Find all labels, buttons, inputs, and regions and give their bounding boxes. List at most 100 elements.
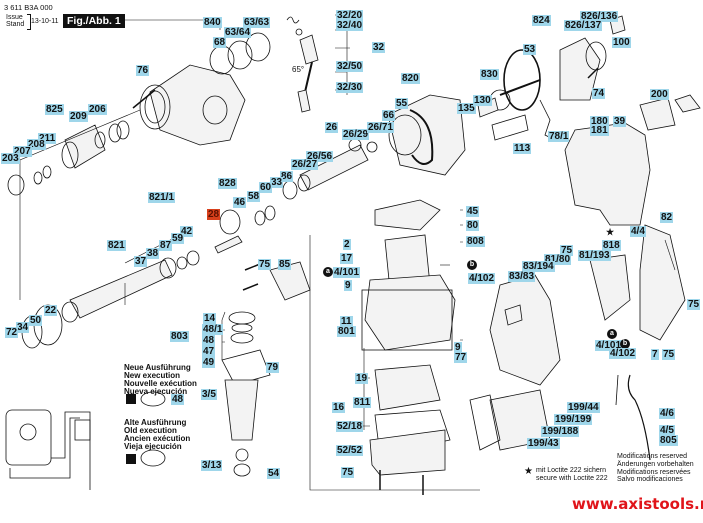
part-label-180[interactable]: 180 (590, 116, 609, 127)
part-label-3-5[interactable]: 3/5 (201, 389, 217, 400)
part-label-75-a[interactable]: 75 (258, 259, 272, 270)
part-label-32[interactable]: 32 (372, 42, 386, 53)
part-label-26-29[interactable]: 26/29 (342, 129, 370, 140)
website-link[interactable]: www.axistools.ru (572, 495, 703, 513)
part-label-59[interactable]: 59 (171, 233, 185, 244)
part-label-811[interactable]: 811 (353, 397, 372, 408)
part-label-199-43[interactable]: 199/43 (527, 438, 560, 449)
part-label-46[interactable]: 46 (233, 197, 247, 208)
part-label-4-6[interactable]: 4/6 (659, 408, 675, 419)
part-label-52-52[interactable]: 52/52 (336, 445, 364, 456)
part-label-34[interactable]: 34 (16, 322, 30, 333)
part-label-52-18[interactable]: 52/18 (336, 421, 364, 432)
part-label-49[interactable]: 49 (202, 357, 216, 368)
part-label-199-188[interactable]: 199/188 (541, 426, 580, 437)
part-label-82[interactable]: 82 (660, 212, 674, 223)
part-label-48-b[interactable]: 48 (171, 394, 185, 405)
part-label-200[interactable]: 200 (650, 89, 669, 100)
part-label-805[interactable]: 805 (659, 435, 678, 446)
part-label-840[interactable]: 840 (203, 17, 222, 28)
part-label-75-b[interactable]: 75 (341, 467, 355, 478)
part-label-9-a[interactable]: 9 (344, 280, 352, 291)
part-label-38[interactable]: 38 (146, 248, 160, 259)
part-label-32-40[interactable]: 32/40 (336, 20, 364, 31)
part-label-9-b[interactable]: 9 (454, 342, 462, 353)
part-label-208[interactable]: 208 (27, 139, 46, 150)
part-label-26[interactable]: 26 (325, 122, 339, 133)
part-label-39[interactable]: 39 (613, 116, 627, 127)
part-label-181[interactable]: 181 (590, 125, 609, 136)
part-label-48-1[interactable]: 48/1 (202, 324, 224, 335)
part-label-83-194[interactable]: 83/194 (522, 261, 555, 272)
part-label-7[interactable]: 7 (651, 349, 659, 360)
part-label-16[interactable]: 16 (332, 402, 346, 413)
part-label-211[interactable]: 211 (38, 133, 57, 144)
part-label-75-c[interactable]: 75 (560, 245, 574, 256)
part-label-60[interactable]: 60 (259, 182, 273, 193)
part-label-4-102-a[interactable]: 4/102 (468, 273, 496, 284)
part-label-79[interactable]: 79 (266, 362, 280, 373)
part-label-821-1[interactable]: 821/1 (148, 192, 176, 203)
part-label-87[interactable]: 87 (159, 240, 173, 251)
part-label-11[interactable]: 11 (340, 316, 353, 327)
part-label-48-a[interactable]: 48 (202, 335, 216, 346)
part-label-3-13[interactable]: 3/13 (201, 460, 223, 471)
part-label-76[interactable]: 76 (136, 65, 150, 76)
part-label-72[interactable]: 72 (5, 327, 19, 338)
part-label-207[interactable]: 207 (13, 146, 32, 157)
part-label-100[interactable]: 100 (612, 37, 631, 48)
part-label-33[interactable]: 33 (270, 177, 284, 188)
part-label-42[interactable]: 42 (180, 226, 194, 237)
part-label-47[interactable]: 47 (202, 346, 216, 357)
part-label-17[interactable]: 17 (340, 253, 354, 264)
part-label-818[interactable]: 818 (602, 240, 621, 251)
part-label-824[interactable]: 824 (532, 15, 551, 26)
part-label-821[interactable]: 821 (107, 240, 126, 251)
part-label-81-80[interactable]: 81/80 (544, 254, 572, 265)
part-label-55[interactable]: 55 (395, 98, 409, 109)
part-label-32-30[interactable]: 32/30 (336, 82, 364, 93)
part-label-206[interactable]: 206 (88, 104, 107, 115)
part-label-808[interactable]: 808 (466, 236, 485, 247)
part-label-203[interactable]: 203 (1, 153, 20, 164)
part-label-58[interactable]: 58 (247, 191, 261, 202)
part-label-4-5[interactable]: 4/5 (659, 425, 675, 436)
part-label-75-e[interactable]: 75 (662, 349, 676, 360)
part-label-63-64[interactable]: 63/64 (224, 27, 252, 38)
part-label-828[interactable]: 828 (218, 178, 237, 189)
part-label-26-56[interactable]: 26/56 (306, 151, 334, 162)
part-label-54[interactable]: 54 (267, 468, 281, 479)
part-label-113[interactable]: 113 (513, 143, 532, 154)
part-label-19[interactable]: 19 (355, 373, 369, 384)
part-label-32-20[interactable]: 32/20 (336, 10, 364, 21)
part-label-74[interactable]: 74 (592, 88, 606, 99)
part-label-77[interactable]: 77 (454, 352, 468, 363)
part-label-801[interactable]: 801 (337, 326, 356, 337)
part-label-4-101-b[interactable]: 4/101 (595, 340, 623, 351)
part-label-86[interactable]: 86 (280, 171, 294, 182)
part-label-26-27[interactable]: 26/27 (291, 159, 319, 170)
part-label-26-71[interactable]: 26/71 (367, 122, 395, 133)
part-label-37[interactable]: 37 (134, 256, 148, 267)
part-label-825[interactable]: 825 (45, 104, 64, 115)
part-label-135[interactable]: 135 (457, 103, 476, 114)
part-label-803[interactable]: 803 (170, 331, 189, 342)
part-label-66[interactable]: 66 (382, 110, 396, 121)
part-label-81-193[interactable]: 81/193 (578, 250, 611, 261)
part-label-75-d[interactable]: 75 (687, 299, 701, 310)
part-label-68[interactable]: 68 (213, 37, 227, 48)
part-label-78-1[interactable]: 78/1 (548, 131, 570, 142)
part-label-199-44[interactable]: 199/44 (567, 402, 600, 413)
part-label-2[interactable]: 2 (343, 239, 351, 250)
part-label-50[interactable]: 50 (29, 315, 43, 326)
part-label-130[interactable]: 130 (473, 95, 492, 106)
part-label-80[interactable]: 80 (466, 220, 480, 231)
part-label-83-83[interactable]: 83/83 (508, 271, 536, 282)
part-label-830[interactable]: 830 (480, 69, 499, 80)
part-label-28-highlighted[interactable]: 28 (207, 209, 221, 220)
part-label-4-4[interactable]: 4/4 (630, 226, 646, 237)
part-label-199-199[interactable]: 199/199 (554, 414, 593, 425)
part-label-85[interactable]: 85 (278, 259, 292, 270)
part-label-32-50[interactable]: 32/50 (336, 61, 364, 72)
part-label-4-102-b[interactable]: 4/102 (609, 348, 637, 359)
